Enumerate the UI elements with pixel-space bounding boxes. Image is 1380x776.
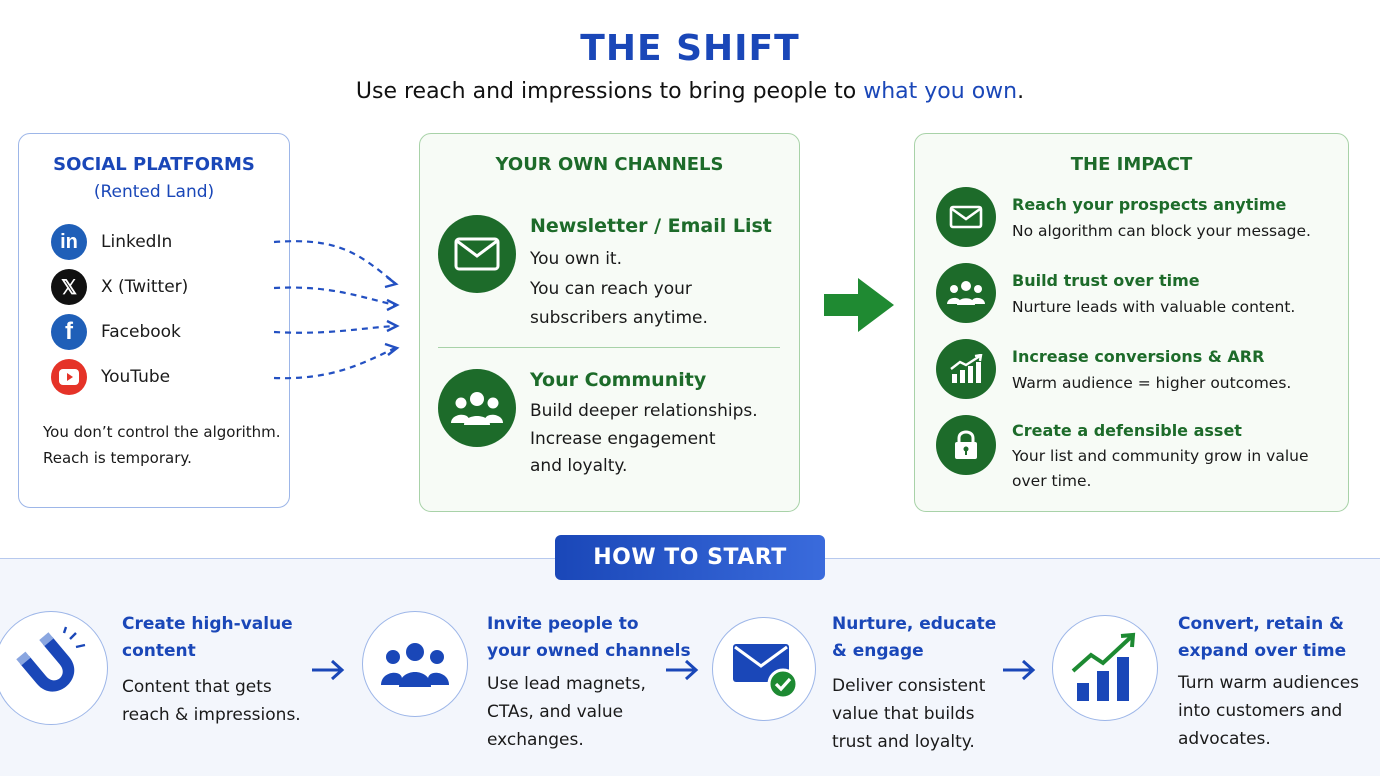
community-icon (438, 369, 516, 447)
social-platforms-panel: SOCIAL PLATFORMS (Rented Land) in Linked… (18, 133, 290, 508)
arrow-right-icon (1003, 659, 1036, 681)
channel-line: subscribers anytime. (530, 308, 708, 328)
social-item-label: YouTube (101, 367, 171, 387)
step-body: Deliver consistent value that builds tru… (832, 672, 985, 756)
impact-line: Your list and community grow in value (1012, 447, 1309, 465)
step-line: Use lead magnets, (487, 674, 646, 694)
email-check-icon (712, 617, 816, 721)
step-body: Content that gets reach & impressions. (122, 673, 301, 729)
impact-line: Warm audience = higher outcomes. (1012, 374, 1292, 392)
arrow-right-icon (666, 659, 699, 681)
social-item-linkedin: in LinkedIn (51, 224, 172, 260)
impact-line: over time. (1012, 472, 1092, 490)
subtitle-highlight: what you own (863, 79, 1018, 104)
social-note: You don’t control the algorithm. Reach i… (43, 419, 281, 471)
own-heading: YOUR OWN CHANNELS (495, 154, 724, 175)
page-subtitle: Use reach and impressions to bring peopl… (0, 79, 1380, 104)
channel-title: Your Community (530, 369, 707, 391)
step-line: value that builds (832, 704, 975, 724)
flow-arrow-youtube (273, 347, 396, 380)
social-subheading: (Rented Land) (93, 182, 215, 202)
step-title-line: Nurture, educate (832, 614, 997, 634)
page-title: THE SHIFT (580, 28, 800, 69)
mail-icon (936, 187, 996, 247)
channel-line: Build deeper relationships. (530, 401, 758, 421)
subtitle-period: . (1017, 79, 1025, 104)
magnet-icon (0, 611, 108, 725)
step-title-line: expand over time (1178, 641, 1347, 661)
step-body: Use lead magnets, CTAs, and value exchan… (487, 670, 646, 754)
step-line: CTAs, and value (487, 702, 624, 722)
step-title-line: content (122, 641, 196, 661)
step-title-line: Convert, retain & (1178, 614, 1344, 634)
step-line: advocates. (1178, 729, 1271, 749)
step-line: exchanges. (487, 730, 584, 750)
channel-title: Newsletter / Email List (530, 215, 772, 237)
people-group-icon (362, 611, 468, 717)
step-title-line: Invite people to (487, 614, 639, 634)
social-item-label: X (Twitter) (101, 277, 189, 297)
arrow-right-icon (312, 659, 345, 681)
step-line: into customers and (1178, 701, 1343, 721)
email-icon (438, 215, 516, 293)
flow-arrow-x (273, 286, 396, 307)
people-icon (936, 263, 996, 323)
lock-icon (936, 415, 996, 475)
impact-title: Increase conversions & ARR (1012, 347, 1265, 366)
step-line: trust and loyalty. (832, 732, 975, 752)
youtube-icon (51, 359, 87, 395)
flow-arrow-facebook (273, 324, 396, 334)
channel-line: and loyalty. (530, 456, 628, 476)
impact-line: No algorithm can block your message. (1012, 222, 1311, 240)
social-note-line: You don’t control the algorithm. (43, 423, 281, 441)
growth-chart-icon (936, 339, 996, 399)
step-title: Nurture, educate & engage (832, 611, 996, 665)
step-body: Turn warm audiences into customers and a… (1178, 669, 1359, 753)
step-line: Deliver consistent (832, 676, 986, 696)
channel-line: Increase engagement (530, 429, 716, 449)
social-item-label: Facebook (101, 322, 181, 342)
how-to-start-label: HOW TO START (555, 535, 825, 580)
step-line: Turn warm audiences (1178, 673, 1360, 693)
step-line: Content that gets (122, 677, 272, 697)
step-title: Create high-value content (122, 611, 293, 665)
social-item-facebook: f Facebook (51, 314, 181, 350)
impact-title: Reach your prospects anytime (1012, 195, 1287, 214)
impact-title: Create a defensible asset (1012, 421, 1242, 440)
green-right-arrow-icon (824, 278, 894, 332)
channel-line: You can reach your (530, 279, 692, 299)
step-title: Invite people to your owned channels (487, 611, 691, 665)
impact-line: Nurture leads with valuable content. (1012, 298, 1296, 316)
channel-divider (438, 347, 780, 348)
impact-heading: THE IMPACT (1070, 154, 1193, 175)
step-title-line: & engage (832, 641, 924, 661)
own-channels-panel: YOUR OWN CHANNELS (419, 133, 800, 512)
dashed-flow-arrows (273, 240, 400, 380)
flow-arrow-linkedin (273, 240, 396, 284)
social-item-label: LinkedIn (101, 232, 173, 252)
x-icon: 𝕏 (51, 269, 87, 305)
channel-line: You own it. (530, 249, 622, 269)
step-title-line: your owned channels (487, 641, 691, 661)
social-note-line: Reach is temporary. (43, 449, 192, 467)
linkedin-icon: in (51, 224, 87, 260)
facebook-icon: f (51, 314, 87, 350)
impact-title: Build trust over time (1012, 271, 1200, 290)
social-heading: SOCIAL PLATFORMS (53, 154, 255, 175)
step-title: Convert, retain & expand over time (1178, 611, 1346, 665)
social-item-x: 𝕏 X (Twitter) (51, 269, 188, 305)
step-line: reach & impressions. (122, 705, 301, 725)
subtitle-text: Use reach and impressions to bring peopl… (355, 79, 864, 104)
step-title-line: Create high-value (122, 614, 293, 634)
social-item-youtube: YouTube (51, 359, 170, 395)
growth-bars-icon (1052, 615, 1158, 721)
